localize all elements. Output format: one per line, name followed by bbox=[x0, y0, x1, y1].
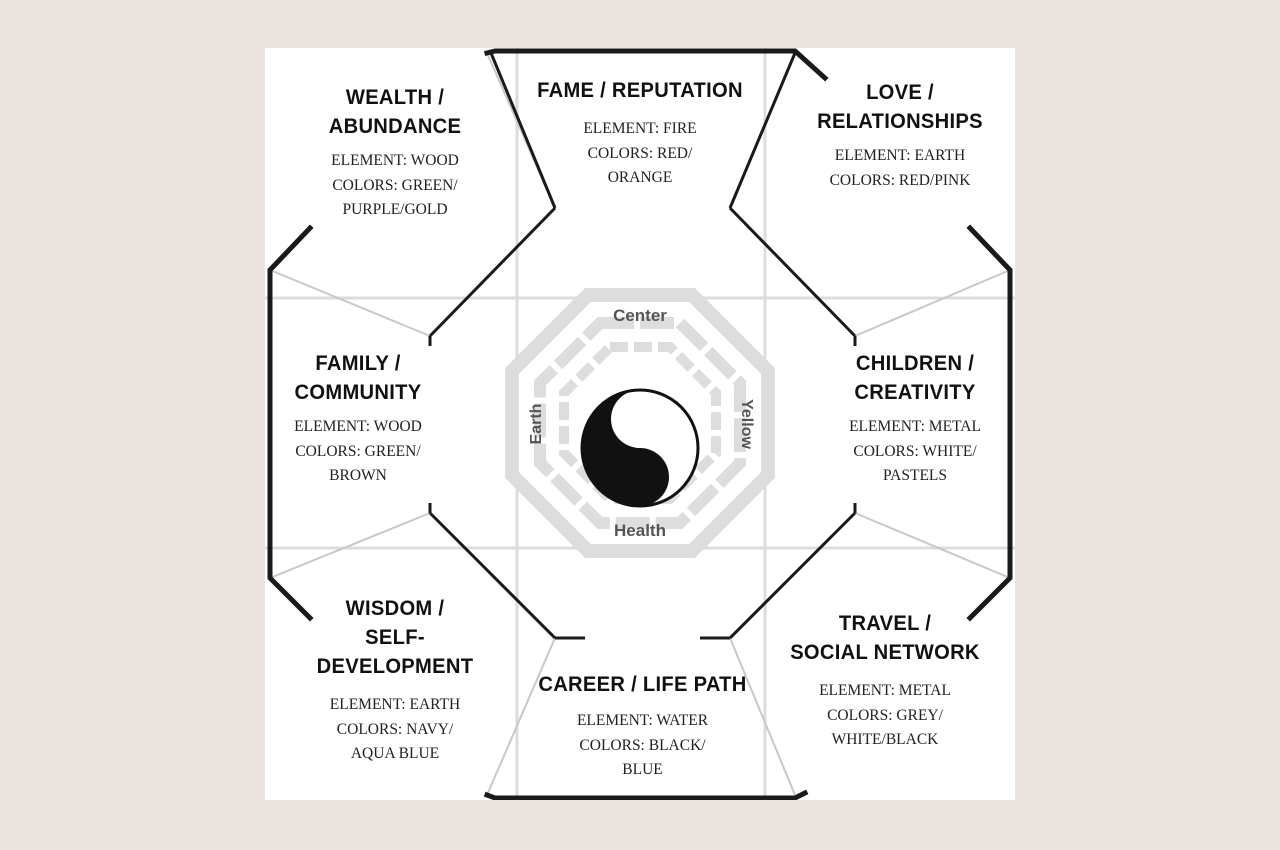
zone-colors: AQUA BLUE bbox=[350, 745, 440, 762]
zone-detail: ELEMENT: METAL COLORS: GREY/ WHITE/BLACK bbox=[770, 679, 1000, 753]
zone-detail: ELEMENT: FIRE COLORS: RED/ ORANGE bbox=[515, 117, 765, 191]
zone-colors: COLORS: GREEN/ bbox=[295, 442, 421, 460]
zone-element: ELEMENT: FIRE bbox=[583, 120, 697, 137]
zone-wealth: WEALTH / ABUNDANCE ELEMENT: WOOD COLORS:… bbox=[300, 83, 490, 223]
zone-element: ELEMENT: METAL bbox=[849, 418, 981, 435]
zone-title: ABUNDANCE bbox=[328, 115, 462, 138]
zone-colors: COLORS: GREY/ bbox=[827, 706, 943, 724]
zone-element: ELEMENT: EARTH bbox=[329, 696, 461, 713]
octagon-outline bbox=[267, 48, 1013, 800]
zone-title: WISDOM / bbox=[345, 597, 445, 620]
zone-detail: ELEMENT: WOOD COLORS: GREEN/ BROWN bbox=[273, 415, 443, 489]
zone-title: CAREER / LIFE PATH bbox=[538, 673, 747, 696]
zone-colors: COLORS: WHITE/ bbox=[853, 442, 977, 460]
zone-title: FAMILY / bbox=[315, 352, 401, 375]
zone-detail: ELEMENT: EARTH COLORS: RED/PINK bbox=[785, 144, 1015, 193]
zone-title: TRAVEL / bbox=[838, 612, 932, 635]
zone-detail: ELEMENT: WATER COLORS: BLACK/ BLUE bbox=[520, 709, 765, 783]
zone-element: ELEMENT: WOOD bbox=[331, 152, 459, 169]
zone-element: ELEMENT: WOOD bbox=[294, 418, 422, 435]
zone-love: LOVE / RELATIONSHIPS ELEMENT: EARTH COLO… bbox=[785, 78, 1015, 193]
zone-colors: WHITE/BLACK bbox=[831, 731, 939, 748]
zone-title: LOVE / bbox=[866, 81, 934, 104]
yin-yang-icon bbox=[580, 388, 700, 508]
zone-colors: BLUE bbox=[622, 761, 663, 778]
bagua-board: Center Health Earth Yellow WEALTH / ABUN… bbox=[265, 48, 1015, 800]
center-label-left: Earth bbox=[528, 404, 545, 445]
zone-detail: ELEMENT: WOOD COLORS: GREEN/ PURPLE/GOLD bbox=[300, 149, 490, 223]
zone-element: ELEMENT: WATER bbox=[576, 712, 709, 729]
zone-wisdom: WISDOM / SELF-DEVELOPMENT ELEMENT: EARTH… bbox=[285, 594, 505, 767]
zone-title: FAME / REPUTATION bbox=[537, 79, 743, 102]
center-label-right: Yellow bbox=[738, 399, 755, 449]
zone-element: ELEMENT: METAL bbox=[819, 682, 951, 699]
center-label-bottom: Health bbox=[614, 521, 666, 540]
zone-fame: FAME / REPUTATION ELEMENT: FIRE COLORS: … bbox=[515, 76, 765, 191]
zone-colors: COLORS: BLACK/ bbox=[579, 736, 706, 754]
zone-colors: COLORS: RED/ bbox=[587, 144, 693, 162]
zone-title: RELATIONSHIPS bbox=[817, 110, 983, 133]
zone-travel: TRAVEL / SOCIAL NETWORK ELEMENT: METAL C… bbox=[770, 609, 1000, 753]
zone-colors: COLORS: RED/PINK bbox=[829, 171, 971, 189]
zone-colors: BROWN bbox=[329, 467, 387, 484]
zone-title: COMMUNITY bbox=[294, 381, 422, 404]
zone-title: SELF-DEVELOPMENT bbox=[316, 626, 474, 678]
zone-title: CHILDREN / bbox=[855, 352, 975, 375]
zone-colors: PASTELS bbox=[882, 467, 948, 484]
zone-element: ELEMENT: EARTH bbox=[834, 147, 966, 164]
zone-detail: ELEMENT: EARTH COLORS: NAVY/ AQUA BLUE bbox=[285, 693, 505, 767]
zone-title: WEALTH / bbox=[345, 86, 445, 109]
zone-detail: ELEMENT: METAL COLORS: WHITE/ PASTELS bbox=[830, 415, 1000, 489]
zone-title: CREATIVITY bbox=[854, 381, 976, 404]
bagua-lines: Center Health Earth Yellow bbox=[265, 48, 1015, 800]
zone-title: SOCIAL NETWORK bbox=[790, 641, 980, 664]
zone-colors: COLORS: NAVY/ bbox=[336, 720, 454, 738]
zone-colors: PURPLE/GOLD bbox=[342, 201, 448, 218]
zone-family: FAMILY / COMMUNITY ELEMENT: WOOD COLORS:… bbox=[273, 349, 443, 489]
center-label-top: Center bbox=[613, 306, 667, 325]
zone-colors: ORANGE bbox=[607, 169, 673, 186]
inner-octagon bbox=[428, 52, 857, 640]
zone-colors: COLORS: GREEN/ bbox=[332, 176, 458, 194]
zone-career: CAREER / LIFE PATH ELEMENT: WATER COLORS… bbox=[520, 670, 765, 783]
zone-children: CHILDREN / CREATIVITY ELEMENT: METAL COL… bbox=[830, 349, 1000, 489]
